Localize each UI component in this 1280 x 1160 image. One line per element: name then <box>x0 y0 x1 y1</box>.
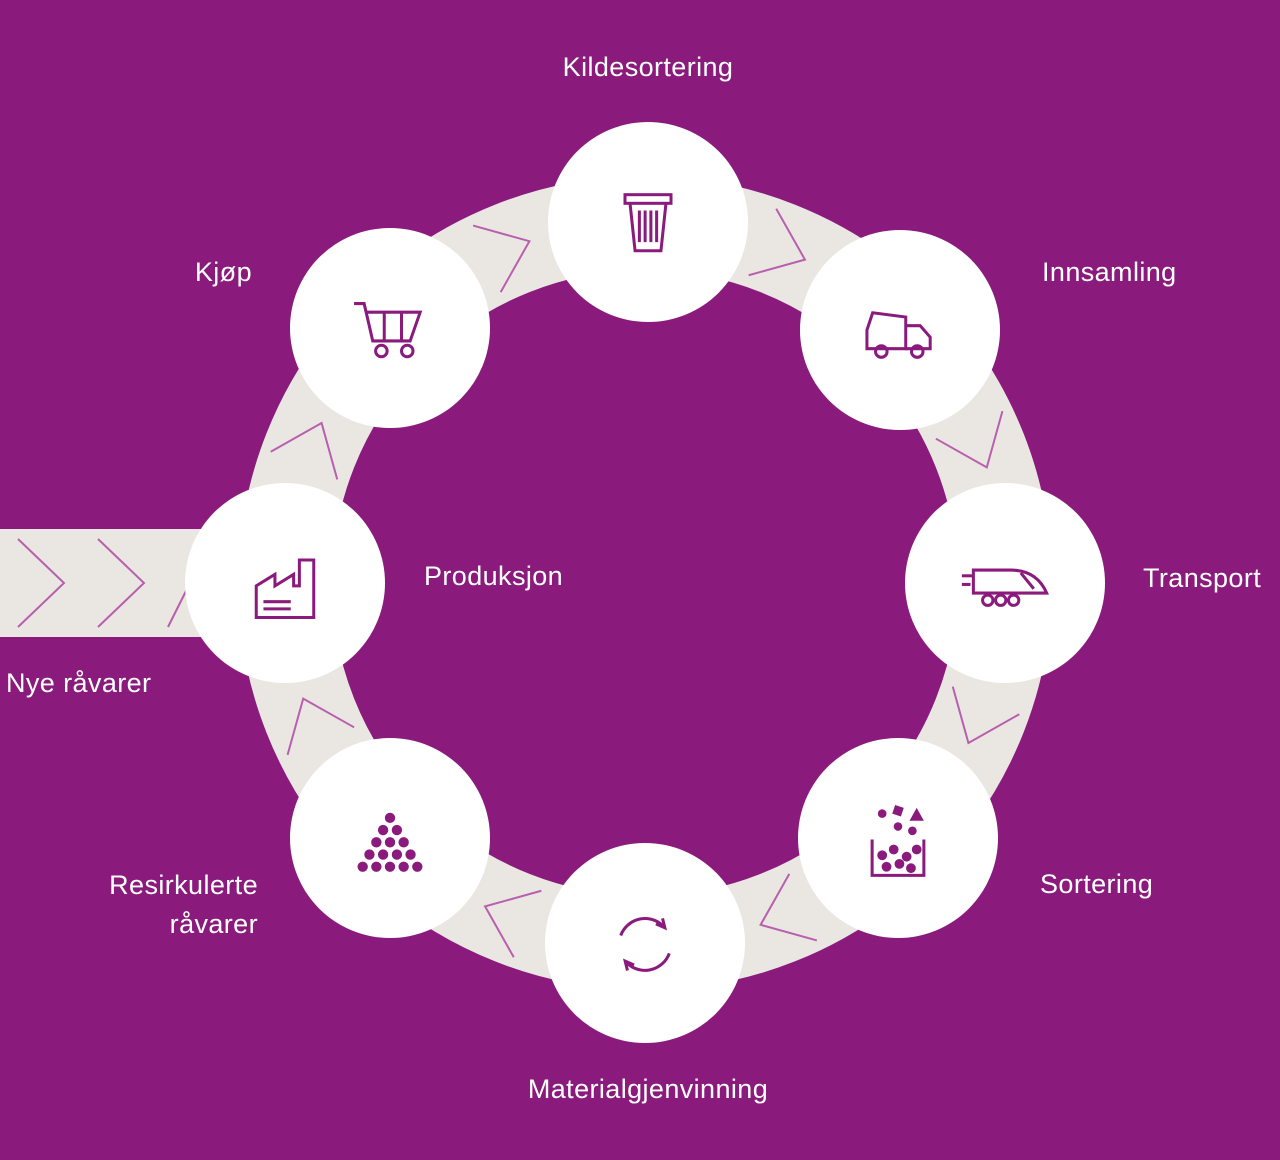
label-line-2: råvarer <box>169 909 258 939</box>
label-kildesortering: Kildesortering <box>562 52 734 82</box>
node-kildesortering <box>548 122 748 322</box>
recycling-arrows-icon <box>619 917 671 972</box>
label-materialgjenvinning: Materialgjenvinning <box>527 1074 769 1104</box>
node-resirkulerte-ravarer <box>290 738 490 938</box>
label-kjop: Kjøp <box>194 257 252 287</box>
node-materialgjenvinning <box>545 843 745 1043</box>
node-transport <box>905 483 1105 683</box>
label-produksjon: Produksjon <box>424 561 564 591</box>
node-sortering <box>798 738 998 938</box>
waste-bin-icon <box>623 193 673 253</box>
label-resirkulerte-ravarer: Resirkulerte råvarer <box>38 866 258 944</box>
label-innsamling: Innsamling <box>1042 257 1177 287</box>
shopping-cart-icon <box>354 302 423 359</box>
label-line-1: Resirkulerte <box>109 870 258 900</box>
raw-pellets-icon <box>357 812 423 872</box>
label-nye-ravarer: Nye råvarer <box>6 668 152 698</box>
label-transport: Transport <box>1143 563 1262 593</box>
node-produksjon <box>185 483 385 683</box>
sorting-bin-icon <box>870 804 926 877</box>
label-sortering: Sortering <box>1040 869 1154 899</box>
garbage-truck-icon <box>865 311 932 359</box>
train-icon <box>961 568 1049 607</box>
ring-chevrons <box>270 208 1020 958</box>
factory-icon <box>254 558 316 620</box>
node-innsamling <box>800 230 1000 430</box>
node-kjop <box>290 228 490 428</box>
